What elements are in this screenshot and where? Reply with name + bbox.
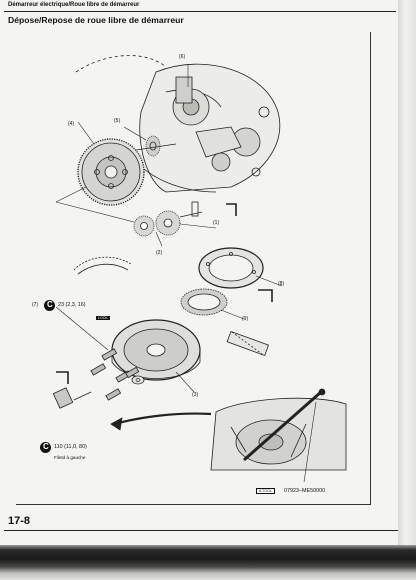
section-title: Dépose/Repose de roue libre de démarreur [8,15,184,25]
left-hand-thread-note: Filetd à gauche [54,455,86,460]
ring-gear-detail-illustration [73,256,132,275]
one-way-clutch-illustration [180,288,228,316]
flywheel-bolt-illustration [52,375,145,409]
installation-arrow [113,412,212,426]
callout-8: (8) [278,281,285,287]
callout-1: (1) [213,220,220,226]
idle-gears-illustration [133,201,203,237]
starter-driven-gear-illustration [77,138,145,206]
torque-value-bottom: 110 (11,0, 80) [54,444,87,450]
callout-3: (3) [192,392,199,398]
running-head: Démarreur électrique/Roue libre de démar… [8,2,140,8]
torque-icon-top: C [44,300,55,311]
callout-5: (5) [114,118,121,124]
callout-7: (7) [32,302,39,308]
manual-page: Démarreur électrique/Roue libre de démar… [0,0,398,545]
callout-9: (9) [242,316,249,322]
callout-leaders [55,64,317,483]
torque-icon-bottom: C [40,442,51,453]
needle-bearing-illustration [226,330,270,356]
scan-edge [398,0,416,580]
callout-4: (4) [68,121,75,127]
exploded-view-figure: (6) (4) (5) (1) (2) (8) (9) (7) (3) C 23… [16,32,371,505]
mounting-bolts-illustration [90,348,140,401]
starter-clutch-ring-illustration [198,247,264,289]
torque-value-top: 23 (2,3, 16) [58,302,86,308]
callout-6: (6) [179,54,186,60]
lock-tag: LOCK [96,316,110,320]
footer-rule [4,530,398,531]
puller-tool-illustration [210,388,347,471]
reduction-gear-illustration [135,135,177,157]
page-number: 17-8 [8,515,31,527]
tool-tag: 8-TOOL [256,488,275,494]
exploded-view-drawing [52,55,347,483]
header-rule [4,11,396,12]
tool-number: 07923–ME50000 [284,488,326,494]
scan-binding-shadow [0,545,416,580]
engine-case-illustration [75,55,281,193]
callout-2: (2) [156,250,163,256]
flywheel-rotor-illustration [111,319,201,381]
